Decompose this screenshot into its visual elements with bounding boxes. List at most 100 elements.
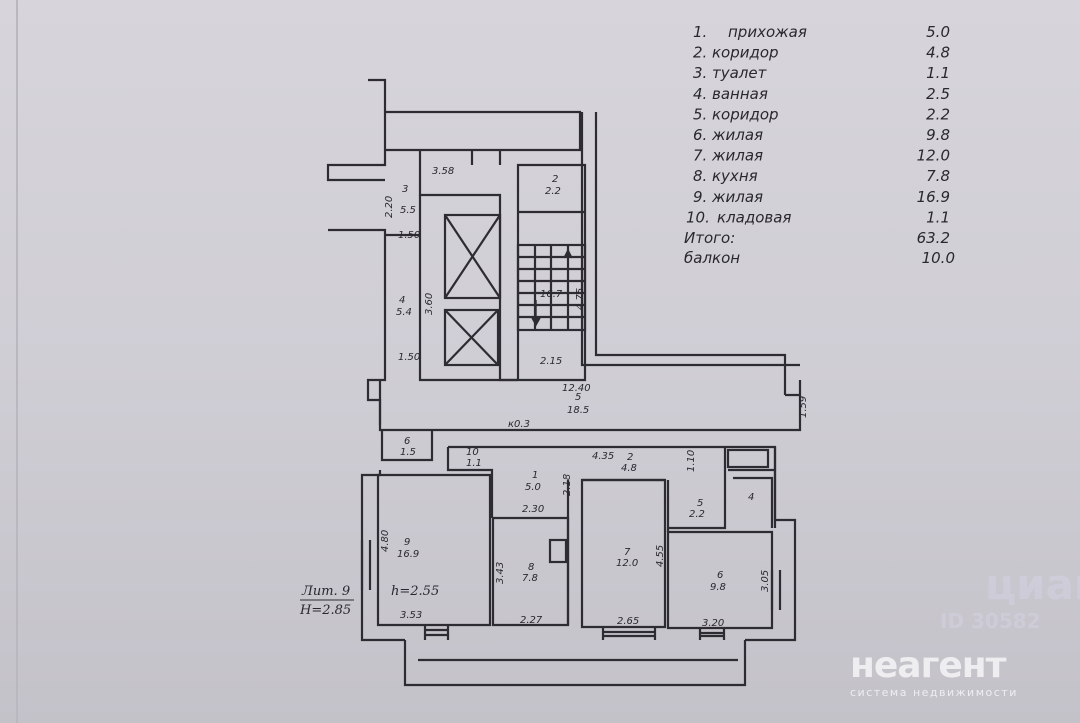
label: 1.50 (398, 352, 420, 363)
legend-room-number: 4. (693, 85, 707, 103)
label: 4 (748, 492, 754, 503)
label: 7.8 (522, 573, 538, 584)
label: 4.55 (655, 545, 666, 567)
walls (326, 78, 802, 687)
label: 4 (399, 295, 405, 306)
legend-room-name: коридор (712, 105, 779, 123)
legend-room-number: 5. (693, 105, 707, 123)
label: 1.1 (466, 458, 482, 469)
lit-stamp: Лит. 9 H=2.85 (299, 584, 354, 618)
legend-room-name: жилая (711, 147, 763, 165)
legend-room-number: 6. (693, 126, 707, 144)
label: 3.53 (400, 610, 422, 621)
legend-room-name: кухня (712, 167, 758, 185)
label: 5.0 (525, 482, 541, 493)
legend-balcony-label: балкон (684, 249, 740, 267)
legend-room-number: 3. (693, 64, 707, 82)
label: 18.5 (567, 405, 589, 416)
legend-room-area: 9.8 (926, 126, 950, 144)
legend-balcony-value: 10.0 (922, 249, 955, 267)
legend-room-area: 16.9 (917, 188, 950, 206)
label: 12.0 (616, 558, 638, 569)
label: 4.80 (380, 530, 391, 552)
legend: 1. прихожая 5.0 2. коридор 4.8 3. туалет 1.1 4. ва… (684, 23, 955, 267)
label: 16.9 (397, 549, 419, 560)
cian-watermark: циан ID 30582 (940, 560, 1080, 633)
legend-room-name: туалет (712, 64, 768, 82)
label: 3.60 (424, 293, 435, 315)
legend-room-area: 4.8 (926, 44, 950, 62)
label: 9.8 (710, 582, 726, 593)
label: 2.20 (384, 196, 395, 218)
label: 2 (552, 174, 558, 185)
label: 1.59 (798, 396, 809, 418)
brand-logo: неагент (850, 645, 1007, 686)
label: 3.43 (495, 562, 506, 584)
room-labels: 3 5.5 2.20 3.58 2 2.2 1.50 1.50 4 5.4 3.… (380, 166, 809, 629)
label: 1 (532, 470, 538, 481)
label: 8 (528, 562, 534, 573)
label: 6 (717, 570, 723, 581)
legend-room-area: 5.0 (926, 23, 950, 41)
label: 2 (627, 452, 633, 463)
legend-room-name: жилая (711, 188, 763, 206)
neagent-watermark: неагент система недвижимости (850, 645, 1018, 700)
label: 2.27 (520, 615, 543, 626)
legend-room-area: 7.8 (926, 167, 950, 185)
legend-room-name: жилая (711, 126, 763, 144)
label: 3.20 (702, 618, 724, 629)
label: 10 (466, 447, 479, 458)
label: 2.15 (540, 356, 562, 367)
label: 6 (404, 436, 410, 447)
label: 2.2 (689, 509, 705, 520)
label: 2.30 (522, 504, 544, 515)
staircase (516, 243, 587, 332)
legend-room-number: 10. (686, 208, 710, 226)
building-height: H=2.85 (299, 603, 351, 618)
brand-tagline: система недвижимости (850, 686, 1018, 699)
label: 3.58 (432, 166, 454, 177)
legend-room-number: 8. (693, 167, 707, 185)
legend-room-area: 12.0 (917, 147, 950, 165)
legend-room-number: 1. (693, 23, 707, 41)
label: 5.4 (396, 307, 412, 318)
legend-total-value: 63.2 (917, 229, 950, 247)
legend-room-area: 1.1 (926, 208, 950, 226)
ceiling-height: h=2.55 (391, 584, 439, 599)
label: 16.7 (540, 289, 563, 300)
label: 1.50 (398, 230, 420, 241)
label: 7 (624, 547, 631, 558)
label: 9 (404, 537, 410, 548)
label: 5 (697, 498, 703, 509)
label: 3 (402, 184, 408, 195)
legend-room-name: коридор (712, 44, 779, 62)
cian-logo-text: циан (985, 560, 1080, 609)
legend-room-name: ванная (712, 85, 768, 103)
legend-room-name: прихожая (728, 23, 807, 41)
legend-room-area: 2.5 (926, 85, 950, 103)
elevator-shafts (443, 213, 502, 367)
label: 1.5 (400, 447, 416, 458)
legend-room-number: 7. (693, 147, 707, 165)
label: к0.3 (508, 419, 530, 430)
legend-room-name: кладовая (717, 208, 791, 226)
legend-room-number: 9. (693, 188, 707, 206)
cian-id: ID 30582 (940, 609, 1041, 633)
legend-room-area: 1.1 (926, 64, 950, 82)
windows (360, 150, 782, 640)
label: 12.40 (562, 383, 591, 394)
lit-label: Лит. 9 (301, 584, 350, 599)
label: 2.65 (617, 616, 639, 627)
label: 5 (575, 392, 581, 403)
legend-room-number: 2. (693, 44, 707, 62)
label: 4.75 (575, 288, 586, 310)
label: 1.10 (686, 450, 697, 472)
label: 3.05 (760, 570, 771, 592)
label: 4.35 (592, 451, 614, 462)
label: 4.8 (621, 463, 637, 474)
label: 2.18 (562, 474, 573, 496)
paper-edge (16, 0, 18, 723)
legend-room-area: 2.2 (926, 105, 950, 123)
